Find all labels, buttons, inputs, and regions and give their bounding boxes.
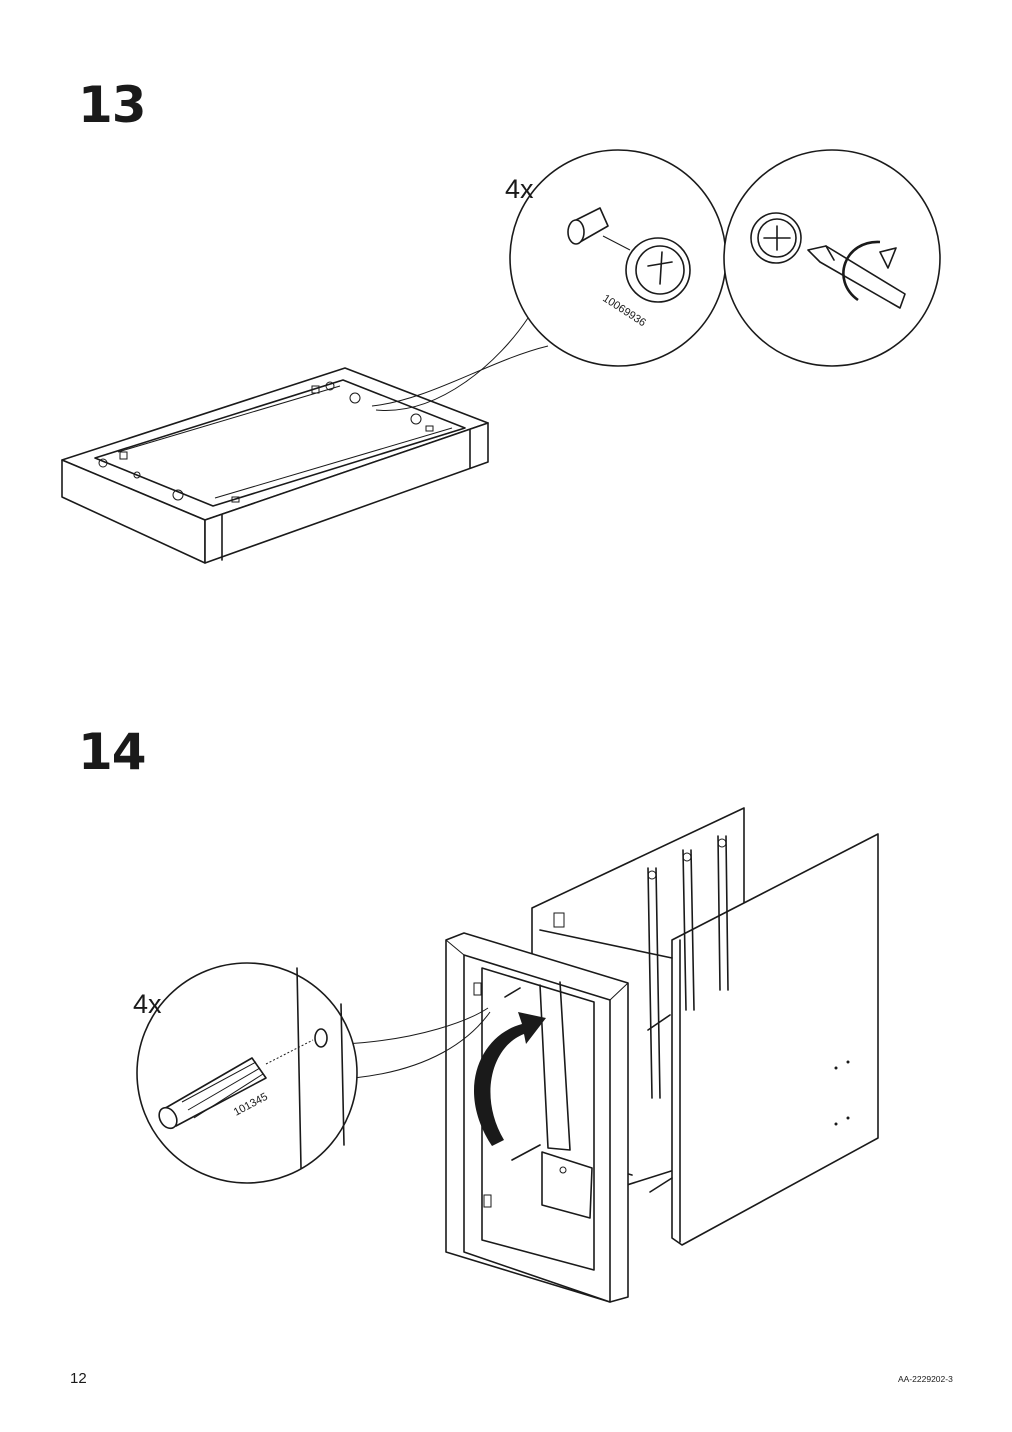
step-13-base-frame (61, 367, 489, 564)
screwdriver-turn-icon (750, 212, 906, 309)
step-14-quantity: 4x (133, 989, 162, 1019)
step-13-number: 13 (78, 76, 147, 134)
step-14-detail-circle (136, 962, 358, 1184)
step-13-turn-circle (723, 149, 941, 367)
document-code: AA-2229202-3 (898, 1374, 953, 1384)
step-13-detail-circle (509, 149, 727, 367)
page-number: 12 (70, 1370, 87, 1387)
step-13-quantity: 4x (505, 174, 534, 204)
cam-lock-fitting-icon (567, 207, 691, 303)
wooden-dowel-icon (158, 1057, 267, 1130)
step-14-front-frame (445, 932, 629, 1303)
step-14-number: 14 (78, 723, 147, 781)
rotate-arrow-icon (473, 1012, 546, 1146)
